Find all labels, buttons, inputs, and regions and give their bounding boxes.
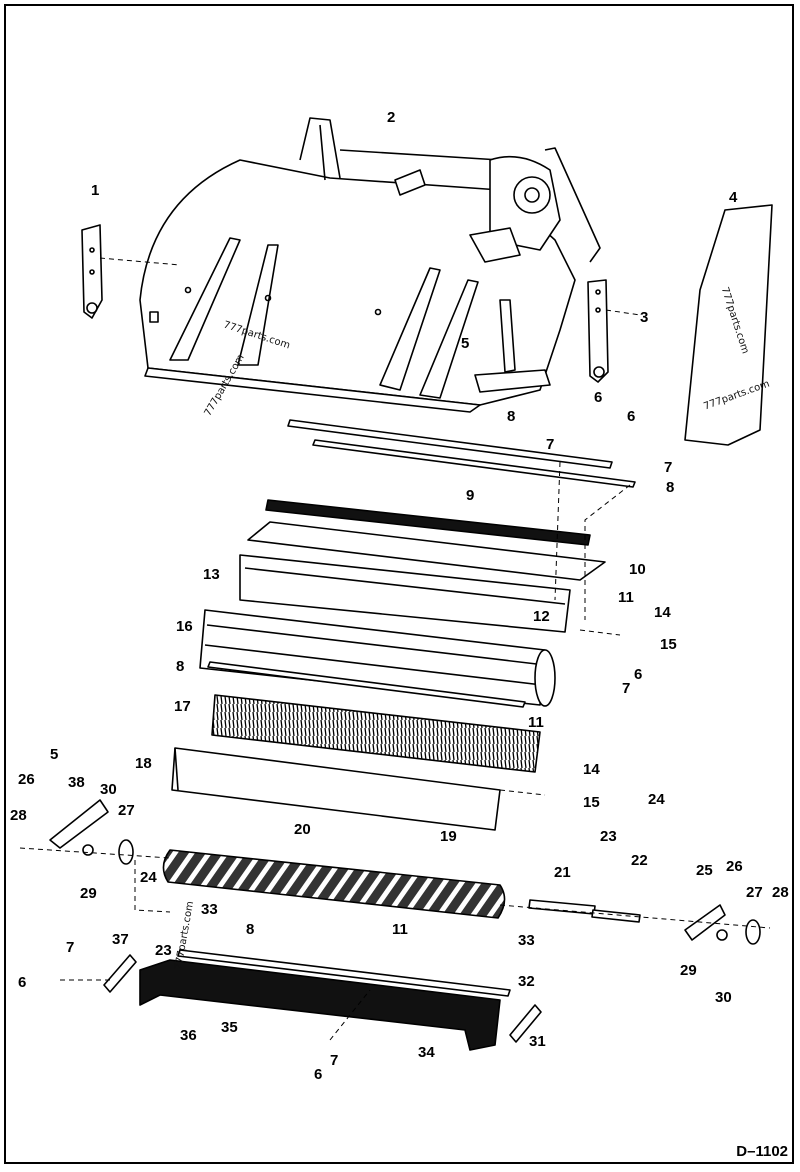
callout-22: 22 <box>631 852 648 869</box>
callout-27-left: 27 <box>118 802 135 819</box>
callout-38: 38 <box>68 774 85 791</box>
mounting-strip-lower <box>177 949 511 997</box>
callout-11-lower: 11 <box>392 921 408 938</box>
housing-frame <box>139 117 601 413</box>
callout-34: 34 <box>418 1044 435 1061</box>
callout-6-mid: 6 <box>634 666 643 683</box>
callout-23-left: 23 <box>155 942 172 959</box>
callout-2: 2 <box>387 109 396 126</box>
callout-7-lower: 7 <box>330 1052 339 1069</box>
skirt <box>139 959 501 1051</box>
side-plate-right <box>509 904 761 1043</box>
brush-core <box>199 609 556 707</box>
side-bracket-left <box>81 224 103 319</box>
rubber-seal <box>265 499 591 546</box>
callout-13: 13 <box>203 566 220 583</box>
leader-lines <box>19 257 771 1041</box>
callout-14-upper: 14 <box>654 604 671 621</box>
callout-30-left: 30 <box>100 781 117 798</box>
callout-32: 32 <box>518 973 535 990</box>
drawing-frame <box>4 4 794 1164</box>
callout-30-right: 30 <box>715 989 732 1006</box>
callout-28-right: 28 <box>772 884 789 901</box>
drive-shaft <box>528 899 641 923</box>
callout-26-right: 26 <box>726 858 743 875</box>
callout-24-right: 24 <box>648 791 665 808</box>
callout-16: 16 <box>176 618 193 635</box>
mounting-strip-upper <box>287 419 636 488</box>
mounting-strip-middle <box>207 661 526 708</box>
callout-8-lower: 8 <box>246 921 255 938</box>
callout-14-lower: 14 <box>583 761 600 778</box>
callout-36: 36 <box>180 1027 197 1044</box>
callout-7-upper: 7 <box>546 436 555 453</box>
callout-15-lower: 15 <box>583 794 600 811</box>
side-plate-left <box>49 799 137 993</box>
side-bracket-right <box>587 279 609 383</box>
callout-26-left: 26 <box>18 771 35 788</box>
callout-11-upper: 11 <box>618 589 634 606</box>
callout-35: 35 <box>221 1019 238 1036</box>
callout-8-mid: 8 <box>176 658 185 675</box>
callout-18: 18 <box>135 755 152 772</box>
callout-11-mid: 11 <box>528 714 544 731</box>
callout-20: 20 <box>294 821 311 838</box>
callout-10: 10 <box>629 561 646 578</box>
callout-7-mid: 7 <box>622 680 631 697</box>
callout-6-lower: 6 <box>314 1066 323 1083</box>
callout-23-right: 23 <box>600 828 617 845</box>
callout-29-left: 29 <box>80 885 97 902</box>
callout-25: 25 <box>696 862 713 879</box>
drawing-code: D–1102 <box>736 1143 788 1160</box>
callout-5-lower: 5 <box>50 746 59 763</box>
callout-6-upper: 6 <box>594 389 603 406</box>
callout-5-upper: 5 <box>461 335 470 352</box>
channel <box>239 554 571 633</box>
callout-3: 3 <box>640 309 649 326</box>
callout-4: 4 <box>729 189 738 206</box>
callout-31: 31 <box>529 1033 546 1050</box>
callout-29-right: 29 <box>680 962 697 979</box>
callout-17: 17 <box>174 698 191 715</box>
callout-28-left: 28 <box>10 807 27 824</box>
callout-7-right: 7 <box>664 459 673 476</box>
callout-19: 19 <box>440 828 457 845</box>
cylindrical-broom <box>162 849 506 919</box>
callout-1: 1 <box>91 182 100 199</box>
wear-plate <box>247 521 606 581</box>
callout-27-right: 27 <box>746 884 763 901</box>
callout-8-right: 8 <box>666 479 675 496</box>
callout-6-lower-left: 6 <box>18 974 27 991</box>
callout-8-upper: 8 <box>507 408 516 425</box>
callout-15-upper: 15 <box>660 636 677 653</box>
callout-24-left: 24 <box>140 869 157 886</box>
callout-33-right: 33 <box>518 932 535 949</box>
callout-33-left: 33 <box>201 901 218 918</box>
strip-brush <box>211 694 541 773</box>
callout-6-right: 6 <box>627 408 636 425</box>
callout-21: 21 <box>554 864 571 881</box>
callout-7-lower-left: 7 <box>66 939 75 956</box>
side-shield <box>684 204 773 446</box>
rear-shield <box>171 747 501 831</box>
callout-12: 12 <box>533 608 550 625</box>
callout-37: 37 <box>112 931 129 948</box>
callout-9: 9 <box>466 487 475 504</box>
